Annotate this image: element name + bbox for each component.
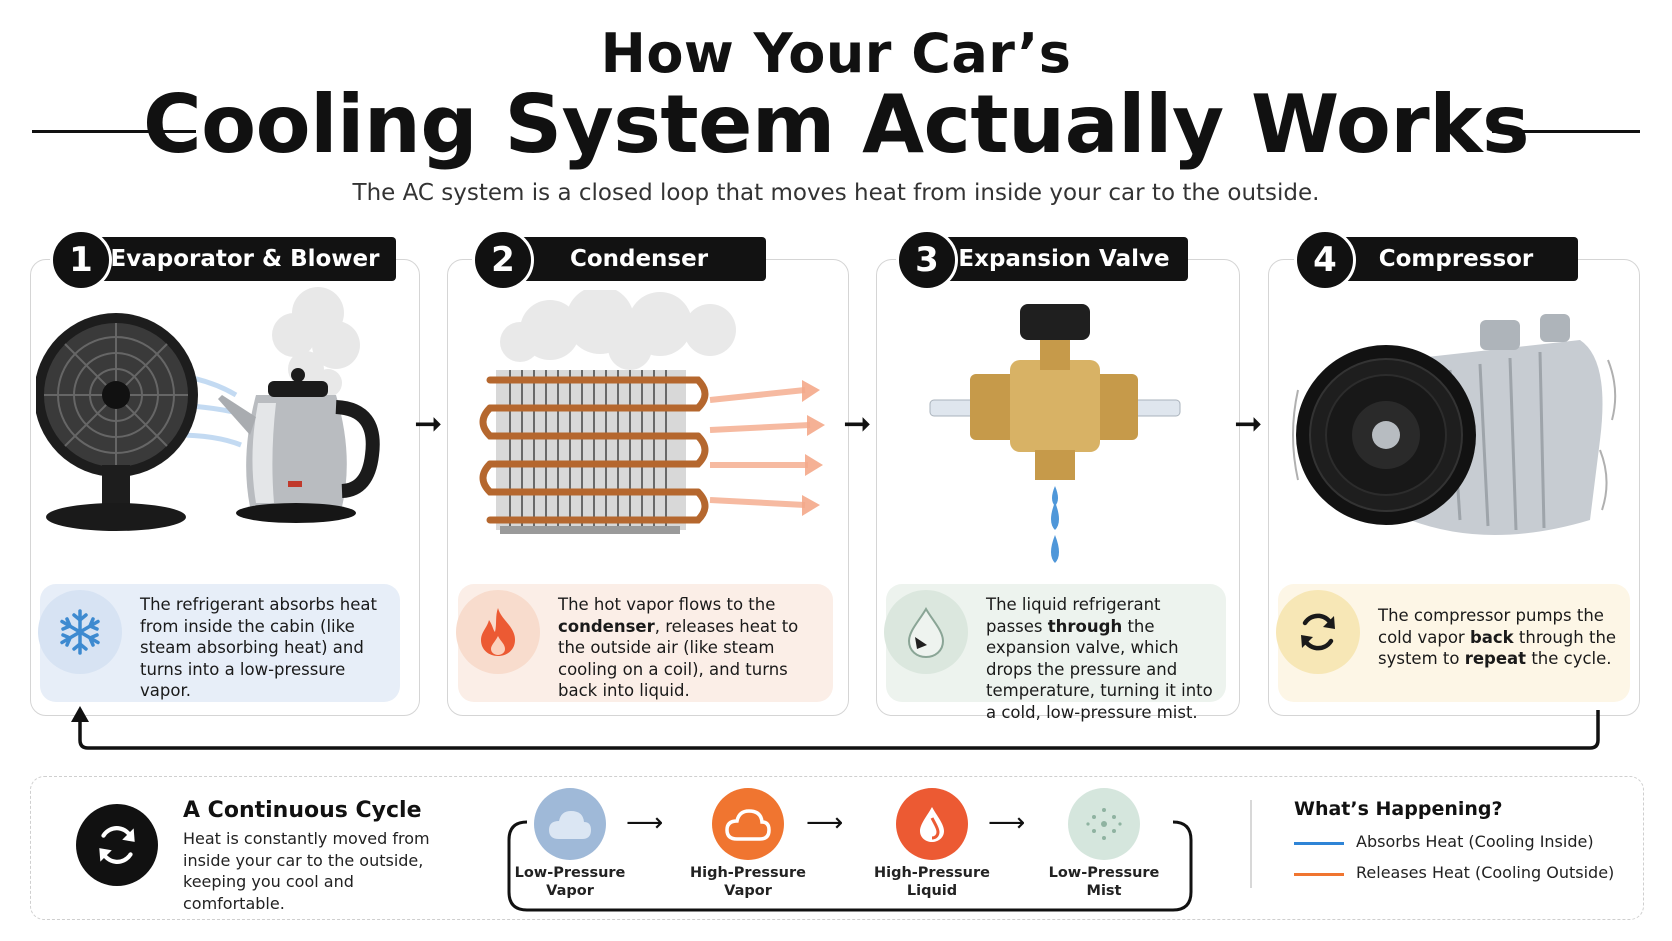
cycle-summary-panel — [30, 776, 1644, 920]
step-text-4d: repeat — [1464, 649, 1527, 668]
flow-arrow-c: ⟶ — [988, 808, 1026, 838]
step-number-2: 2 — [472, 229, 534, 291]
flow-arrow-a: ⟶ — [626, 808, 664, 838]
high-pressure-vapor-icon — [712, 788, 784, 860]
step-title-3: Expansion Valve — [940, 237, 1188, 281]
flow-label-4b: Mist — [1086, 883, 1122, 899]
step-text-3a: The liquid refrigerant passes — [986, 595, 1161, 636]
fan-and-kettle-illustration — [36, 287, 380, 531]
flow-label-3a: High-Pressure — [873, 865, 990, 881]
expansion-valve-illustration — [929, 304, 1181, 563]
legend-swatch-absorbs — [1294, 842, 1344, 845]
step-text-2: The hot vapor flows to the condenser, re… — [558, 594, 828, 702]
cycle-arrows-icon — [1276, 590, 1360, 674]
continuous-cycle-icon — [76, 804, 158, 886]
legend-divider — [1250, 800, 1252, 888]
flow-label-3b: Liquid — [906, 883, 958, 899]
step-text-3c: the expansion valve, which drops the pre… — [986, 616, 1213, 722]
step-text-4a: The compressor pumps the cold vapor — [1378, 606, 1604, 647]
flow-label-4a: Low-Pressure — [1048, 865, 1160, 881]
step-text-2c: , releases heat to the outside air (like… — [558, 616, 799, 701]
step-text-4c: through the system to — [1378, 627, 1617, 669]
title-rule-left — [32, 130, 196, 133]
subtitle: The AC system is a closed loop that move… — [352, 180, 1320, 206]
legend-title: What’s Happening? — [1294, 798, 1503, 820]
droplet-icon — [884, 590, 968, 674]
step-text-2a: The hot vapor flows to the — [558, 595, 776, 614]
step-text-1: The refrigerant absorbs heat from inside… — [140, 595, 377, 700]
compressor-illustration — [1292, 314, 1617, 535]
cycle-text: Heat is constantly moved from inside you… — [183, 829, 430, 913]
flow-label-1a: Low-Pressure — [514, 865, 626, 881]
cycle-title: A Continuous Cycle — [183, 798, 422, 823]
title-line-1: How Your Car’s — [600, 22, 1072, 85]
step-number-4: 4 — [1294, 229, 1356, 291]
step-title-2: Condenser — [512, 237, 766, 281]
step-number-3: 3 — [896, 229, 958, 291]
flow-arrow-2-3: ➞ — [843, 404, 872, 444]
snowflake-icon — [38, 590, 122, 674]
page-title: Cooling System Actually Works — [142, 78, 1530, 171]
flow-label-1b: Vapor — [546, 883, 594, 899]
step-text-2b: condenser — [558, 616, 655, 636]
title-rule-right — [1492, 130, 1640, 133]
flame-icon — [456, 590, 540, 674]
flow-label-2a: High-Pressure — [689, 865, 806, 881]
step-text-4e: the cycle. — [1526, 649, 1612, 668]
flow-arrow-b: ⟶ — [806, 808, 844, 838]
condenser-coil-illustration — [479, 290, 825, 534]
low-pressure-mist-icon — [1068, 788, 1140, 860]
step-text-3: The liquid refrigerant passes through th… — [986, 594, 1221, 723]
step-title-4: Compressor — [1334, 237, 1578, 281]
flow-arrow-3-4: ➞ — [1234, 404, 1263, 444]
step-text-4b: back — [1469, 627, 1514, 647]
step-number-1: 1 — [50, 229, 112, 291]
legend-swatch-releases — [1294, 873, 1344, 876]
flow-label-2b: Vapor — [724, 883, 772, 899]
step-text-4: The compressor pumps the cold vapor back… — [1378, 605, 1623, 670]
legend-label-absorbs: Absorbs Heat (Cooling Inside) — [1356, 832, 1594, 851]
return-loop-arrow — [71, 706, 1600, 750]
legend-label-releases: Releases Heat (Cooling Outside) — [1356, 863, 1615, 882]
high-pressure-liquid-icon — [896, 788, 968, 860]
low-pressure-vapor-icon — [534, 788, 606, 860]
flow-arrow-1-2: ➞ — [414, 404, 443, 444]
flow-bracket — [507, 820, 1193, 912]
step-title-1: Evaporator & Blower — [94, 237, 396, 281]
step-text-3b: through — [1047, 616, 1123, 636]
